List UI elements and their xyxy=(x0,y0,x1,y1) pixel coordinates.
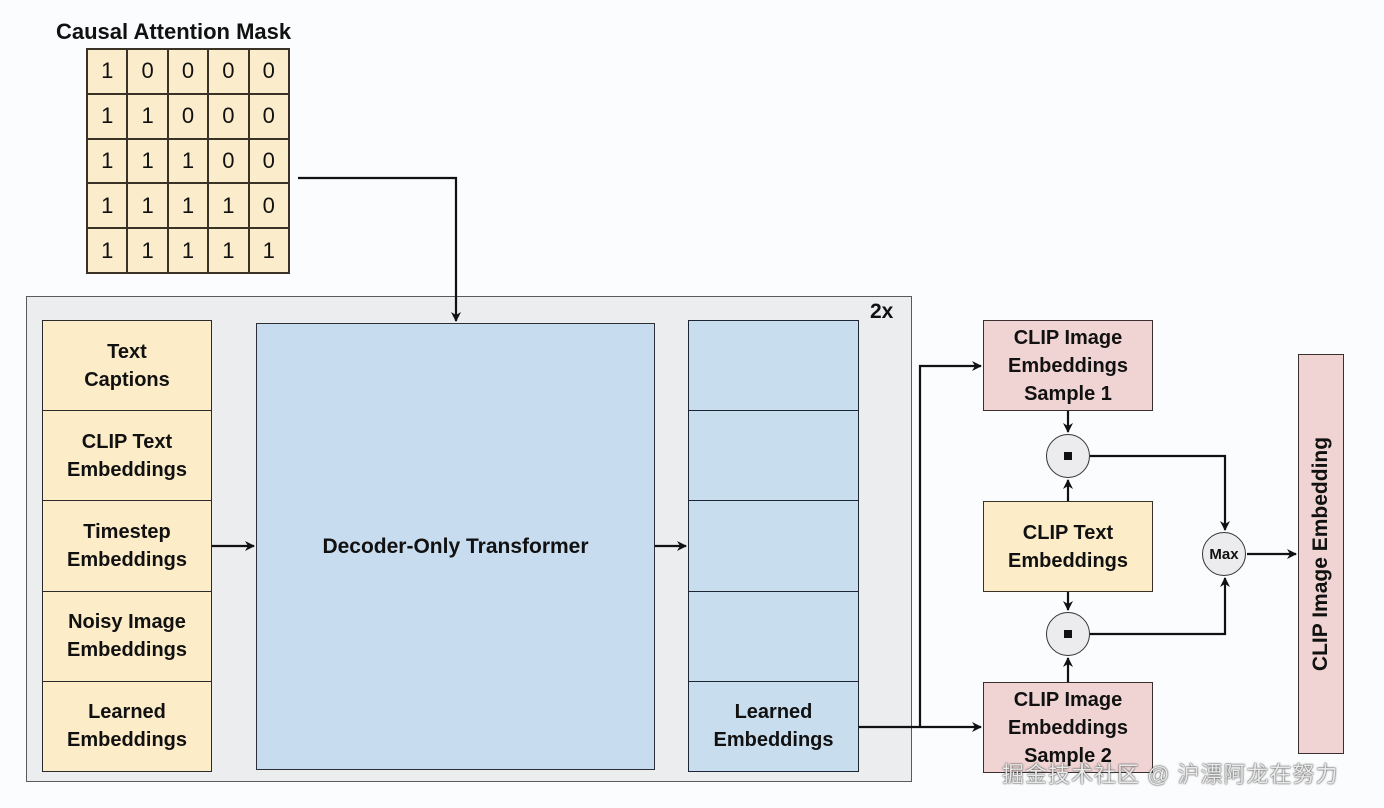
input-timestep-embeddings: Timestep Embeddings xyxy=(43,501,211,592)
mask-cell: 1 xyxy=(167,228,209,273)
output-slot-2 xyxy=(689,411,858,502)
mask-cell: 1 xyxy=(248,228,289,273)
arrow-dot1-to-max xyxy=(1090,454,1230,531)
mask-cell: 1 xyxy=(127,228,168,273)
mask-title: Causal Attention Mask xyxy=(56,19,292,44)
decoder-only-transformer: Decoder-Only Transformer xyxy=(256,323,655,770)
arrow-mask-to-transformer xyxy=(298,176,461,322)
output-slot-4 xyxy=(689,591,858,682)
clip-text-embeddings-box: CLIP Text Embeddings xyxy=(983,501,1153,592)
output-learned-embeddings: Learned Embeddings xyxy=(689,681,858,772)
mask-cell: 1 xyxy=(87,138,128,184)
mask-cell: 1 xyxy=(127,93,168,139)
mask-cell: 1 xyxy=(127,183,168,229)
repeat-count-label: 2x xyxy=(870,300,894,323)
mask-cell: 0 xyxy=(248,138,289,184)
mask-cell: 1 xyxy=(87,228,128,273)
mask-cell: 1 xyxy=(87,183,128,229)
input-token-stack: Text Captions CLIP Text Embeddings Times… xyxy=(42,320,212,772)
max-label: Max xyxy=(1209,545,1239,563)
input-clip-text-embeddings: CLIP Text Embeddings xyxy=(43,411,211,502)
transformer-label: Decoder-Only Transformer xyxy=(322,534,589,558)
input-text-captions: Text Captions xyxy=(43,321,211,412)
mask-cell: 0 xyxy=(208,49,249,94)
mask-cell: 0 xyxy=(248,49,289,94)
input-learned-embeddings: Learned Embeddings xyxy=(43,681,211,772)
mask-cell: 1 xyxy=(167,138,209,184)
output-token-stack: Learned Embeddings xyxy=(688,320,859,772)
output-slot-1 xyxy=(689,321,858,412)
mask-cell: 1 xyxy=(87,93,128,139)
mask-cell: 0 xyxy=(248,93,289,139)
mask-cell: 0 xyxy=(208,138,249,184)
arrow-output-to-sample-1 xyxy=(918,361,982,727)
clip-image-embedding-output: CLIP Image Embedding xyxy=(1298,354,1344,754)
output-slot-3 xyxy=(689,501,858,592)
mask-cell: 0 xyxy=(127,49,168,94)
watermark: 掘金技术社区 @ 沪漂阿龙在努力 xyxy=(1002,762,1339,787)
mask-cell: 1 xyxy=(127,138,168,184)
mask-cell: 1 xyxy=(167,183,209,229)
clip-image-embeddings-sample-1: CLIP Image Embeddings Sample 1 xyxy=(983,320,1153,411)
mask-cell: 0 xyxy=(167,49,209,94)
mask-cell: 0 xyxy=(208,93,249,139)
mask-cell: 1 xyxy=(208,228,249,273)
mask-cell: 0 xyxy=(167,93,209,139)
mask-cell: 1 xyxy=(87,49,128,94)
mask-cell: 1 xyxy=(208,183,249,229)
input-noisy-image-embeddings: Noisy Image Embeddings xyxy=(43,591,211,682)
max-node: Max xyxy=(1202,532,1246,576)
dot-product-icon xyxy=(1064,452,1072,460)
dot-product-icon xyxy=(1064,630,1072,638)
mask-cell: 0 xyxy=(248,183,289,229)
arrow-dot2-to-max xyxy=(1090,577,1230,636)
dot-product-node-2 xyxy=(1046,612,1090,656)
dot-product-node-1 xyxy=(1046,434,1090,478)
clip-image-embeddings-sample-2: CLIP Image Embeddings Sample 2 xyxy=(983,682,1153,773)
